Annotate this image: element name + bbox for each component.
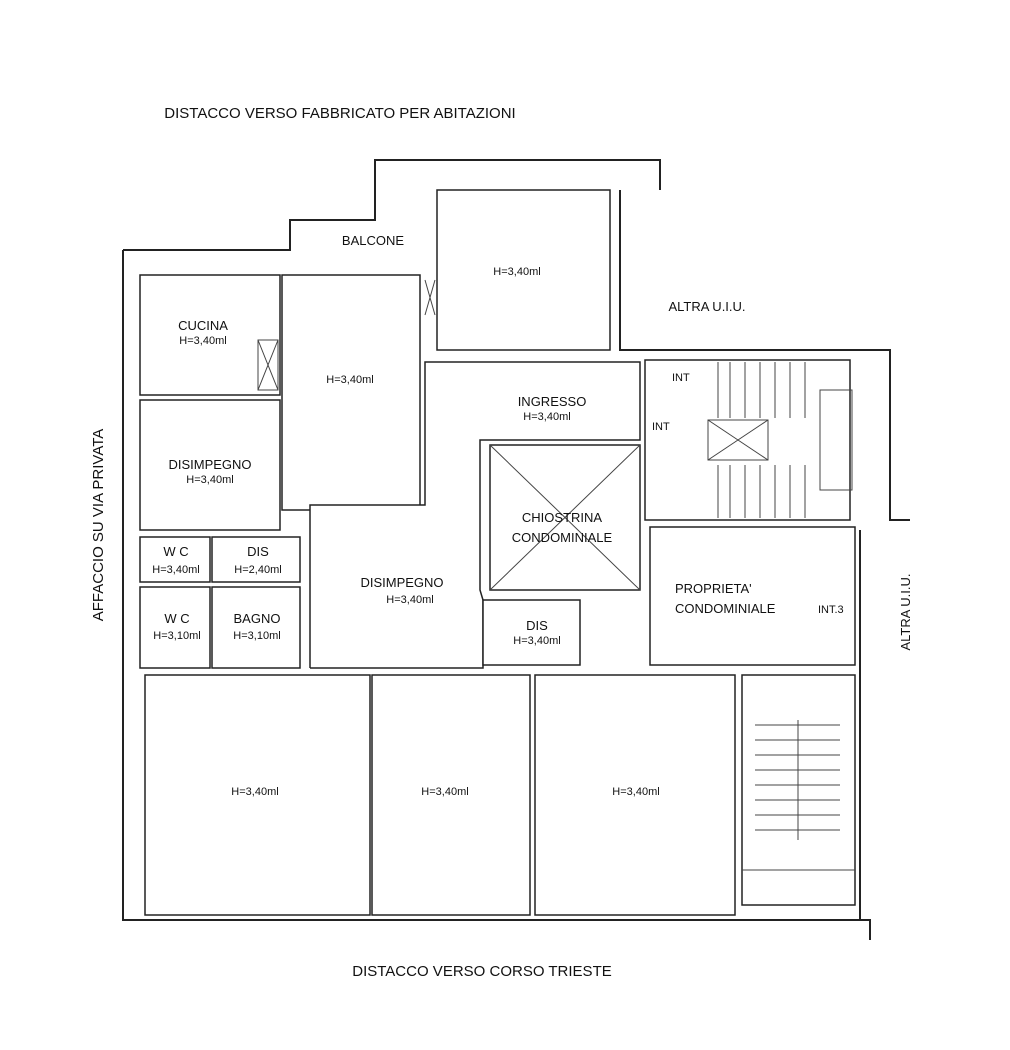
stair-steps xyxy=(717,362,853,518)
label-disimpegno: DISIMPEGNO xyxy=(360,575,443,590)
room-center xyxy=(281,274,421,511)
room-dis1 xyxy=(211,536,301,583)
label-dis: DIS xyxy=(247,544,269,559)
label-height: H=3,40ml xyxy=(386,594,433,606)
label-int: INT xyxy=(652,421,670,433)
label-chiostrina: CONDOMINIALE xyxy=(512,530,613,545)
stairwell xyxy=(644,359,851,521)
heading-bottom: DISTACCO VERSO CORSO TRIESTE xyxy=(352,963,611,980)
label-height: H=3,40ml xyxy=(179,335,226,347)
heading-right: ALTRA U.I.U. xyxy=(898,573,913,650)
heading-top-right: ALTRA U.I.U. xyxy=(668,299,745,314)
label-height: H=3,40ml xyxy=(152,564,199,576)
label-disimpegno: DISIMPEGNO xyxy=(168,457,251,472)
label-wc: W C xyxy=(164,611,189,626)
label-height: H=3,10ml xyxy=(153,630,200,642)
room-bagno xyxy=(211,586,301,669)
label-bagno: BAGNO xyxy=(234,611,281,626)
label-int3: INT.3 xyxy=(818,604,844,616)
room-proprieta xyxy=(649,526,856,666)
label-wc: W C xyxy=(163,544,188,559)
label-height: H=3,40ml xyxy=(421,786,468,798)
labels: DISTACCO VERSO FABBRICATO PER ABITAZIONI… xyxy=(90,105,913,980)
label-height: H=3,40ml xyxy=(186,474,233,486)
label-height: H=3,40ml xyxy=(523,411,570,423)
label-ingresso: INGRESSO xyxy=(518,394,587,409)
label-int: INT xyxy=(672,372,690,384)
label-height: H=3,40ml xyxy=(326,374,373,386)
label-height: H=3,40ml xyxy=(231,786,278,798)
label-height: H=3,40ml xyxy=(612,786,659,798)
room-cucina xyxy=(139,274,281,396)
heading-top: DISTACCO VERSO FABBRICATO PER ABITAZIONI xyxy=(164,105,515,122)
heading-left: AFFACCIO SU VIA PRIVATA xyxy=(90,429,107,622)
label-height: H=3,10ml xyxy=(233,630,280,642)
label-height: H=3,40ml xyxy=(493,266,540,278)
room-wc2 xyxy=(139,586,211,669)
label-cucina: CUCINA xyxy=(178,318,228,333)
label-chiostrina: CHIOSTRINA xyxy=(522,510,603,525)
room-disimpegno-left xyxy=(139,399,281,531)
room-top xyxy=(436,189,611,351)
room-wc1 xyxy=(139,536,211,583)
room-bottom-2 xyxy=(371,674,531,916)
label-height: H=3,40ml xyxy=(513,635,560,647)
room-bottom-3 xyxy=(534,674,736,916)
label-balcone: BALCONE xyxy=(342,233,404,248)
room-dis2 xyxy=(482,599,581,666)
walls xyxy=(122,159,910,940)
label-proprieta: PROPRIETA' xyxy=(675,581,752,596)
label-height: H=2,40ml xyxy=(234,564,281,576)
label-dis: DIS xyxy=(526,618,548,633)
room-bottom-1 xyxy=(144,674,371,916)
label-proprieta: CONDOMINIALE xyxy=(675,601,776,616)
